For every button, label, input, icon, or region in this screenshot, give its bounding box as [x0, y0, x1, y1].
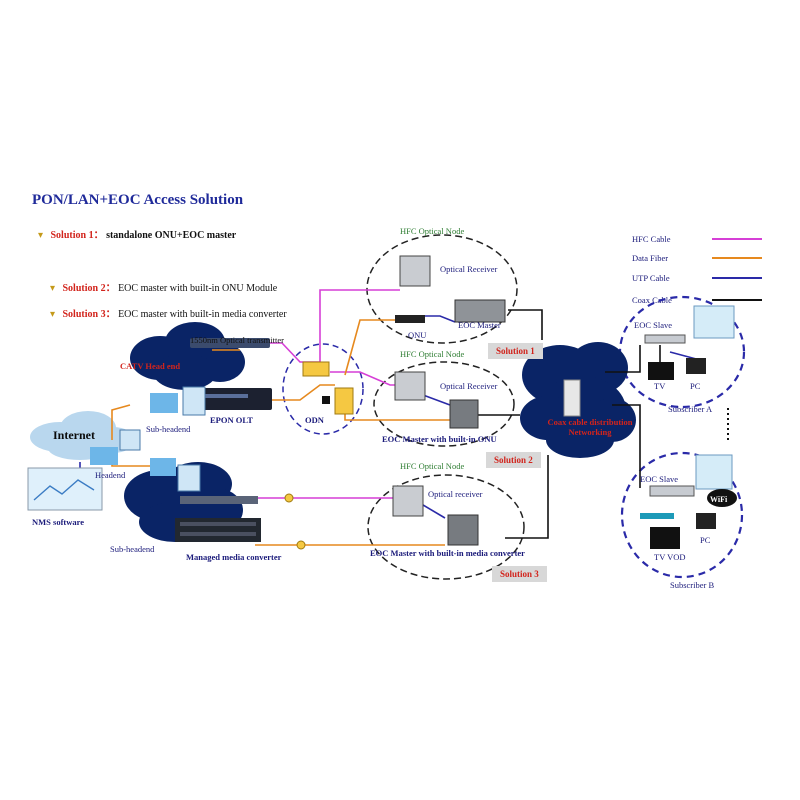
- sub-headend-1-label: Sub-headend: [146, 424, 191, 434]
- coax-node1: [508, 309, 543, 340]
- managed-media-converter-device: [175, 518, 261, 542]
- optical-receiver-1-label: Optical Receiver: [440, 264, 498, 274]
- legend-coax-label: Coax Cable: [632, 295, 672, 305]
- nms-label: NMS software: [32, 517, 85, 527]
- transmitter-label: 1550nm Optical transmitter: [190, 335, 284, 345]
- onu-label: ONU: [408, 330, 427, 340]
- optical-receiver-3-label: Optical receiver: [428, 489, 483, 499]
- solution-2-line: ▾ Solution 2： EOC master with built-in O…: [50, 279, 277, 294]
- house-a: [693, 305, 735, 339]
- odn-splitter-2: [334, 387, 354, 415]
- legend-hfc-label: HFC Cable: [632, 234, 671, 244]
- solution-1-text: standalone ONU+EOC master: [106, 230, 237, 241]
- coax-distribution-panel: [563, 379, 581, 417]
- hfc-node-3-label: HFC Optical Node: [400, 461, 465, 471]
- tv-b: [650, 527, 680, 549]
- house-b: [695, 454, 733, 490]
- tv-a: [648, 362, 674, 380]
- solution-2-label: Solution 2：: [62, 283, 116, 294]
- fiber-odn-onu: [344, 319, 395, 376]
- epon-olt-device: [190, 388, 272, 410]
- managed-mc-label: Managed media converter: [186, 552, 282, 562]
- tv-vod-label: TV VOD: [654, 552, 686, 562]
- eoc-master-onu: [449, 399, 479, 429]
- onu-device: [395, 315, 425, 323]
- solution-1-label: Solution 1：: [50, 230, 104, 241]
- internet-label: Internet: [53, 428, 95, 442]
- coax-node3: [505, 455, 549, 539]
- coax-to-sub-b: [612, 404, 641, 488]
- eoc-master-mc: [447, 514, 479, 546]
- solution-2-badge: Solution 2: [486, 452, 541, 468]
- hfc-node-2-label: HFC Optical Node: [400, 349, 465, 359]
- sub-headend-1-device: [150, 393, 178, 413]
- splice-mark-1: [284, 493, 294, 503]
- solution-1-badge: Solution 1: [488, 343, 543, 359]
- bullet-icon: ▾: [50, 309, 56, 320]
- eoc-slave-b-device: [649, 485, 695, 497]
- odn-label: ODN: [305, 415, 324, 425]
- headend-label: Headend: [95, 470, 126, 480]
- olt-device-2: [180, 496, 258, 504]
- solution-2-text: EOC master with built-in ONU Module: [118, 283, 278, 294]
- odn-boundary: [282, 343, 364, 435]
- subscriber-b-boundary: [620, 451, 744, 579]
- optical-receiver-3: [392, 485, 424, 517]
- hfc-node-3-boundary: [367, 474, 525, 580]
- catv-cloud: [130, 322, 245, 390]
- epon-olt-label: EPON OLT: [210, 415, 253, 425]
- legend-utp-label: UTP Cable: [632, 273, 670, 283]
- nms-screen: [27, 467, 103, 511]
- tv-a-label: TV: [654, 381, 666, 391]
- solution-3-line: ▾ Solution 3： EOC master with built-in m…: [50, 305, 287, 320]
- diagram-title: PON/LAN+EOC Access Solution: [32, 192, 244, 208]
- pc-b-label: PC: [700, 535, 711, 545]
- hfc-node-2-boundary: [373, 361, 515, 447]
- eoc-master-mc-label: EOC Master with built-in media converter: [370, 548, 525, 558]
- hfc-node-1-boundary: [366, 234, 518, 344]
- odn-splitter: [302, 361, 330, 377]
- pc-a-label: PC: [690, 381, 701, 391]
- utp-onu-eoc: [420, 315, 456, 323]
- sub-headend-2-device: [150, 458, 176, 476]
- eoc-master-1: [454, 299, 506, 323]
- eoc-slave-b-label: EOC Slave: [640, 474, 679, 484]
- pc-b-monitor: [696, 513, 716, 529]
- pc-a-monitor: [686, 358, 706, 374]
- coax-to-sub-a: [605, 345, 641, 373]
- optical-receiver-1: [399, 255, 431, 287]
- wifi-badge: [707, 489, 737, 507]
- eoc-master-label: EOC Master: [458, 320, 501, 330]
- coax-network-cloud: [520, 342, 636, 458]
- sub-headend-2-label: Sub-headend: [110, 544, 155, 554]
- solution-3-label: Solution 3：: [62, 309, 116, 320]
- optical-receiver-2: [394, 371, 426, 401]
- fiber-olt-odn: [270, 384, 335, 401]
- subscriber-a-label: Subscriber A: [668, 404, 713, 414]
- legend-fiber-label: Data Fiber: [632, 253, 669, 263]
- bullet-icon: ▾: [38, 230, 44, 241]
- bullet-icon: ▾: [50, 283, 56, 294]
- solution-1-line: ▾ Solution 1： standalone ONU+EOC master: [38, 226, 236, 241]
- wifi-icon: WiFi: [710, 495, 728, 504]
- settop-b: [640, 513, 674, 519]
- optical-transmitter: [190, 338, 270, 348]
- headend-device: [90, 447, 118, 465]
- solution-3-badge: Solution 3: [492, 566, 547, 582]
- optical-receiver-2-label: Optical Receiver: [440, 381, 498, 391]
- hfc-node-1-label: HFC Optical Node: [400, 226, 465, 236]
- hfc-cable-1: [268, 289, 400, 363]
- eoc-slave-a-label: EOC Slave: [634, 320, 673, 330]
- eoc-master-onu-label: EOC Master with built-in ONU: [382, 434, 497, 444]
- fiber-internet-headend: [111, 404, 131, 440]
- catv-label: CATV Head end: [120, 361, 181, 371]
- coax-network-label: Coax cable distribution Networking: [547, 417, 633, 437]
- subscriber-b-label: Subscriber B: [670, 580, 715, 590]
- solution-3-text: EOC master with built-in media converter: [118, 309, 287, 320]
- splice-mark-2: [296, 540, 306, 550]
- eoc-slave-a-device: [644, 334, 686, 344]
